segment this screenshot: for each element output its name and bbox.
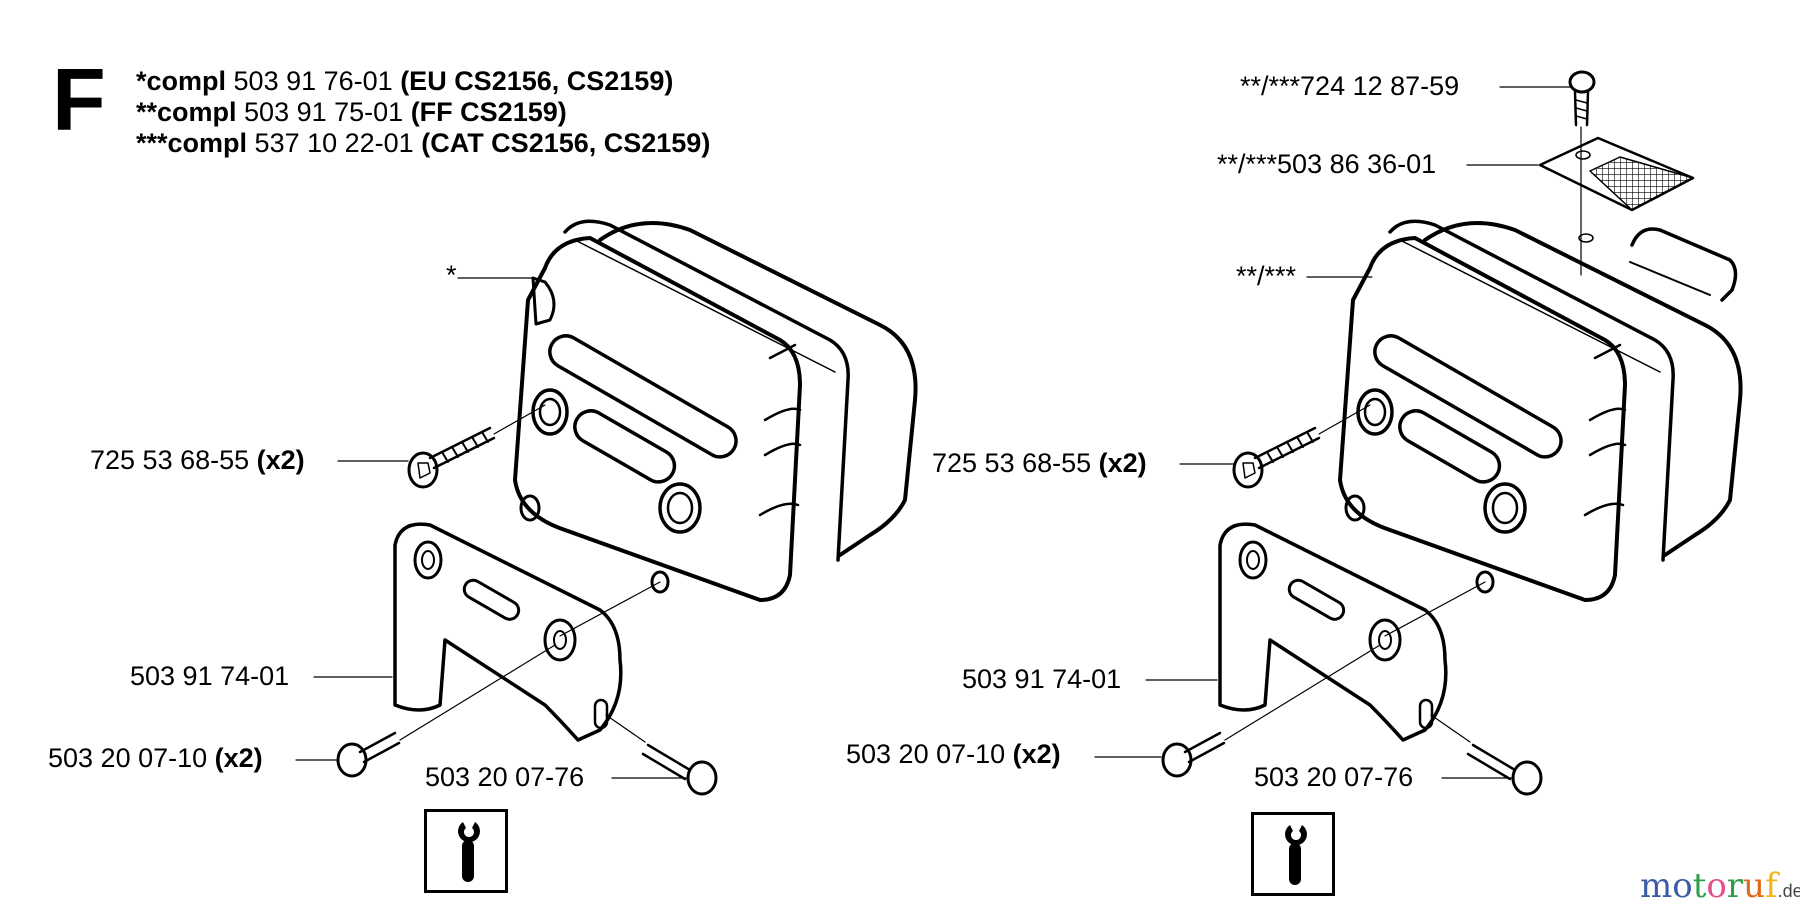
label-right-top-screw: **/***724 12 87-59 [1240, 71, 1460, 101]
tool-box-right [1251, 812, 1335, 896]
kit-models: (CAT CS2156, CS2159) [421, 128, 711, 158]
tool-box-left [424, 809, 508, 893]
left-muffler [513, 219, 918, 602]
label-left-muffler-screw: 725 53 68-55 (x2) [90, 445, 305, 475]
label-right-bracket-screw: 503 20 07-10 (x2) [846, 739, 1061, 769]
wm-letter: m [1640, 866, 1673, 906]
label-left-bracket-screw-single: 503 20 07-76 [425, 762, 585, 792]
wm-letter: f [1765, 866, 1778, 906]
label-right-spark-screen: **/***503 86 36-01 [1217, 149, 1437, 179]
label-right-muffler: **/*** [1236, 261, 1297, 291]
wrench-icon [1285, 825, 1307, 885]
muffler-screw-right [1179, 404, 1371, 489]
wm-letter: o [1672, 866, 1693, 906]
kit-prefix: **compl [136, 97, 237, 127]
right-bracket [1218, 522, 1448, 742]
bracket-screw-single-right [1430, 714, 1543, 796]
kit-prefix: ***compl [136, 128, 248, 158]
left-screws [295, 277, 718, 796]
kit-list: *compl 503 91 76-01 (EU CS2156, CS2159) … [136, 66, 710, 159]
kit-part-number: 503 91 76-01 [226, 66, 401, 96]
bracket-screw-single-left [605, 714, 718, 796]
bracket-screw-left [295, 581, 661, 778]
section-letter: F [52, 50, 106, 149]
kit-part-number: 503 91 75-01 [236, 97, 411, 127]
spark-arrestor-screen [1466, 136, 1695, 212]
label-right-bracket: 503 91 74-01 [962, 664, 1122, 694]
label-left-muffler: * [446, 260, 457, 290]
right-muffler [1306, 219, 1743, 602]
label-left-bracket-screw: 503 20 07-10 (x2) [48, 743, 263, 773]
kit-models: (FF CS2159) [410, 97, 567, 127]
wm-letter: u [1743, 866, 1766, 906]
right-screen-and-screw [1466, 70, 1695, 276]
kit-line-ff: **compl 503 91 75-01 (FF CS2159) [136, 97, 710, 128]
right-screws [1094, 404, 1543, 796]
wm-suffix: .de [1777, 881, 1800, 901]
wm-letter: t [1692, 866, 1707, 906]
muffler-screw-left [337, 404, 546, 489]
label-right-muffler-screw: 725 53 68-55 (x2) [932, 448, 1147, 478]
kit-models: (EU CS2156, CS2159) [400, 66, 674, 96]
label-right-bracket-screw-single: 503 20 07-76 [1254, 762, 1414, 792]
wm-letter: o [1706, 866, 1727, 906]
label-left-bracket: 503 91 74-01 [130, 661, 290, 691]
wrench-icon [458, 822, 480, 882]
kit-line-eu: *compl 503 91 76-01 (EU CS2156, CS2159) [136, 66, 710, 97]
kit-part-number: 537 10 22-01 [247, 128, 422, 158]
kit-prefix: *compl [136, 66, 227, 96]
watermark-logo: motoruf.de [1640, 866, 1800, 906]
kit-line-cat: ***compl 537 10 22-01 (CAT CS2156, CS215… [136, 128, 710, 159]
wm-letter: r [1726, 866, 1744, 906]
left-bracket [393, 522, 623, 742]
bracket-screw-right [1094, 581, 1486, 778]
